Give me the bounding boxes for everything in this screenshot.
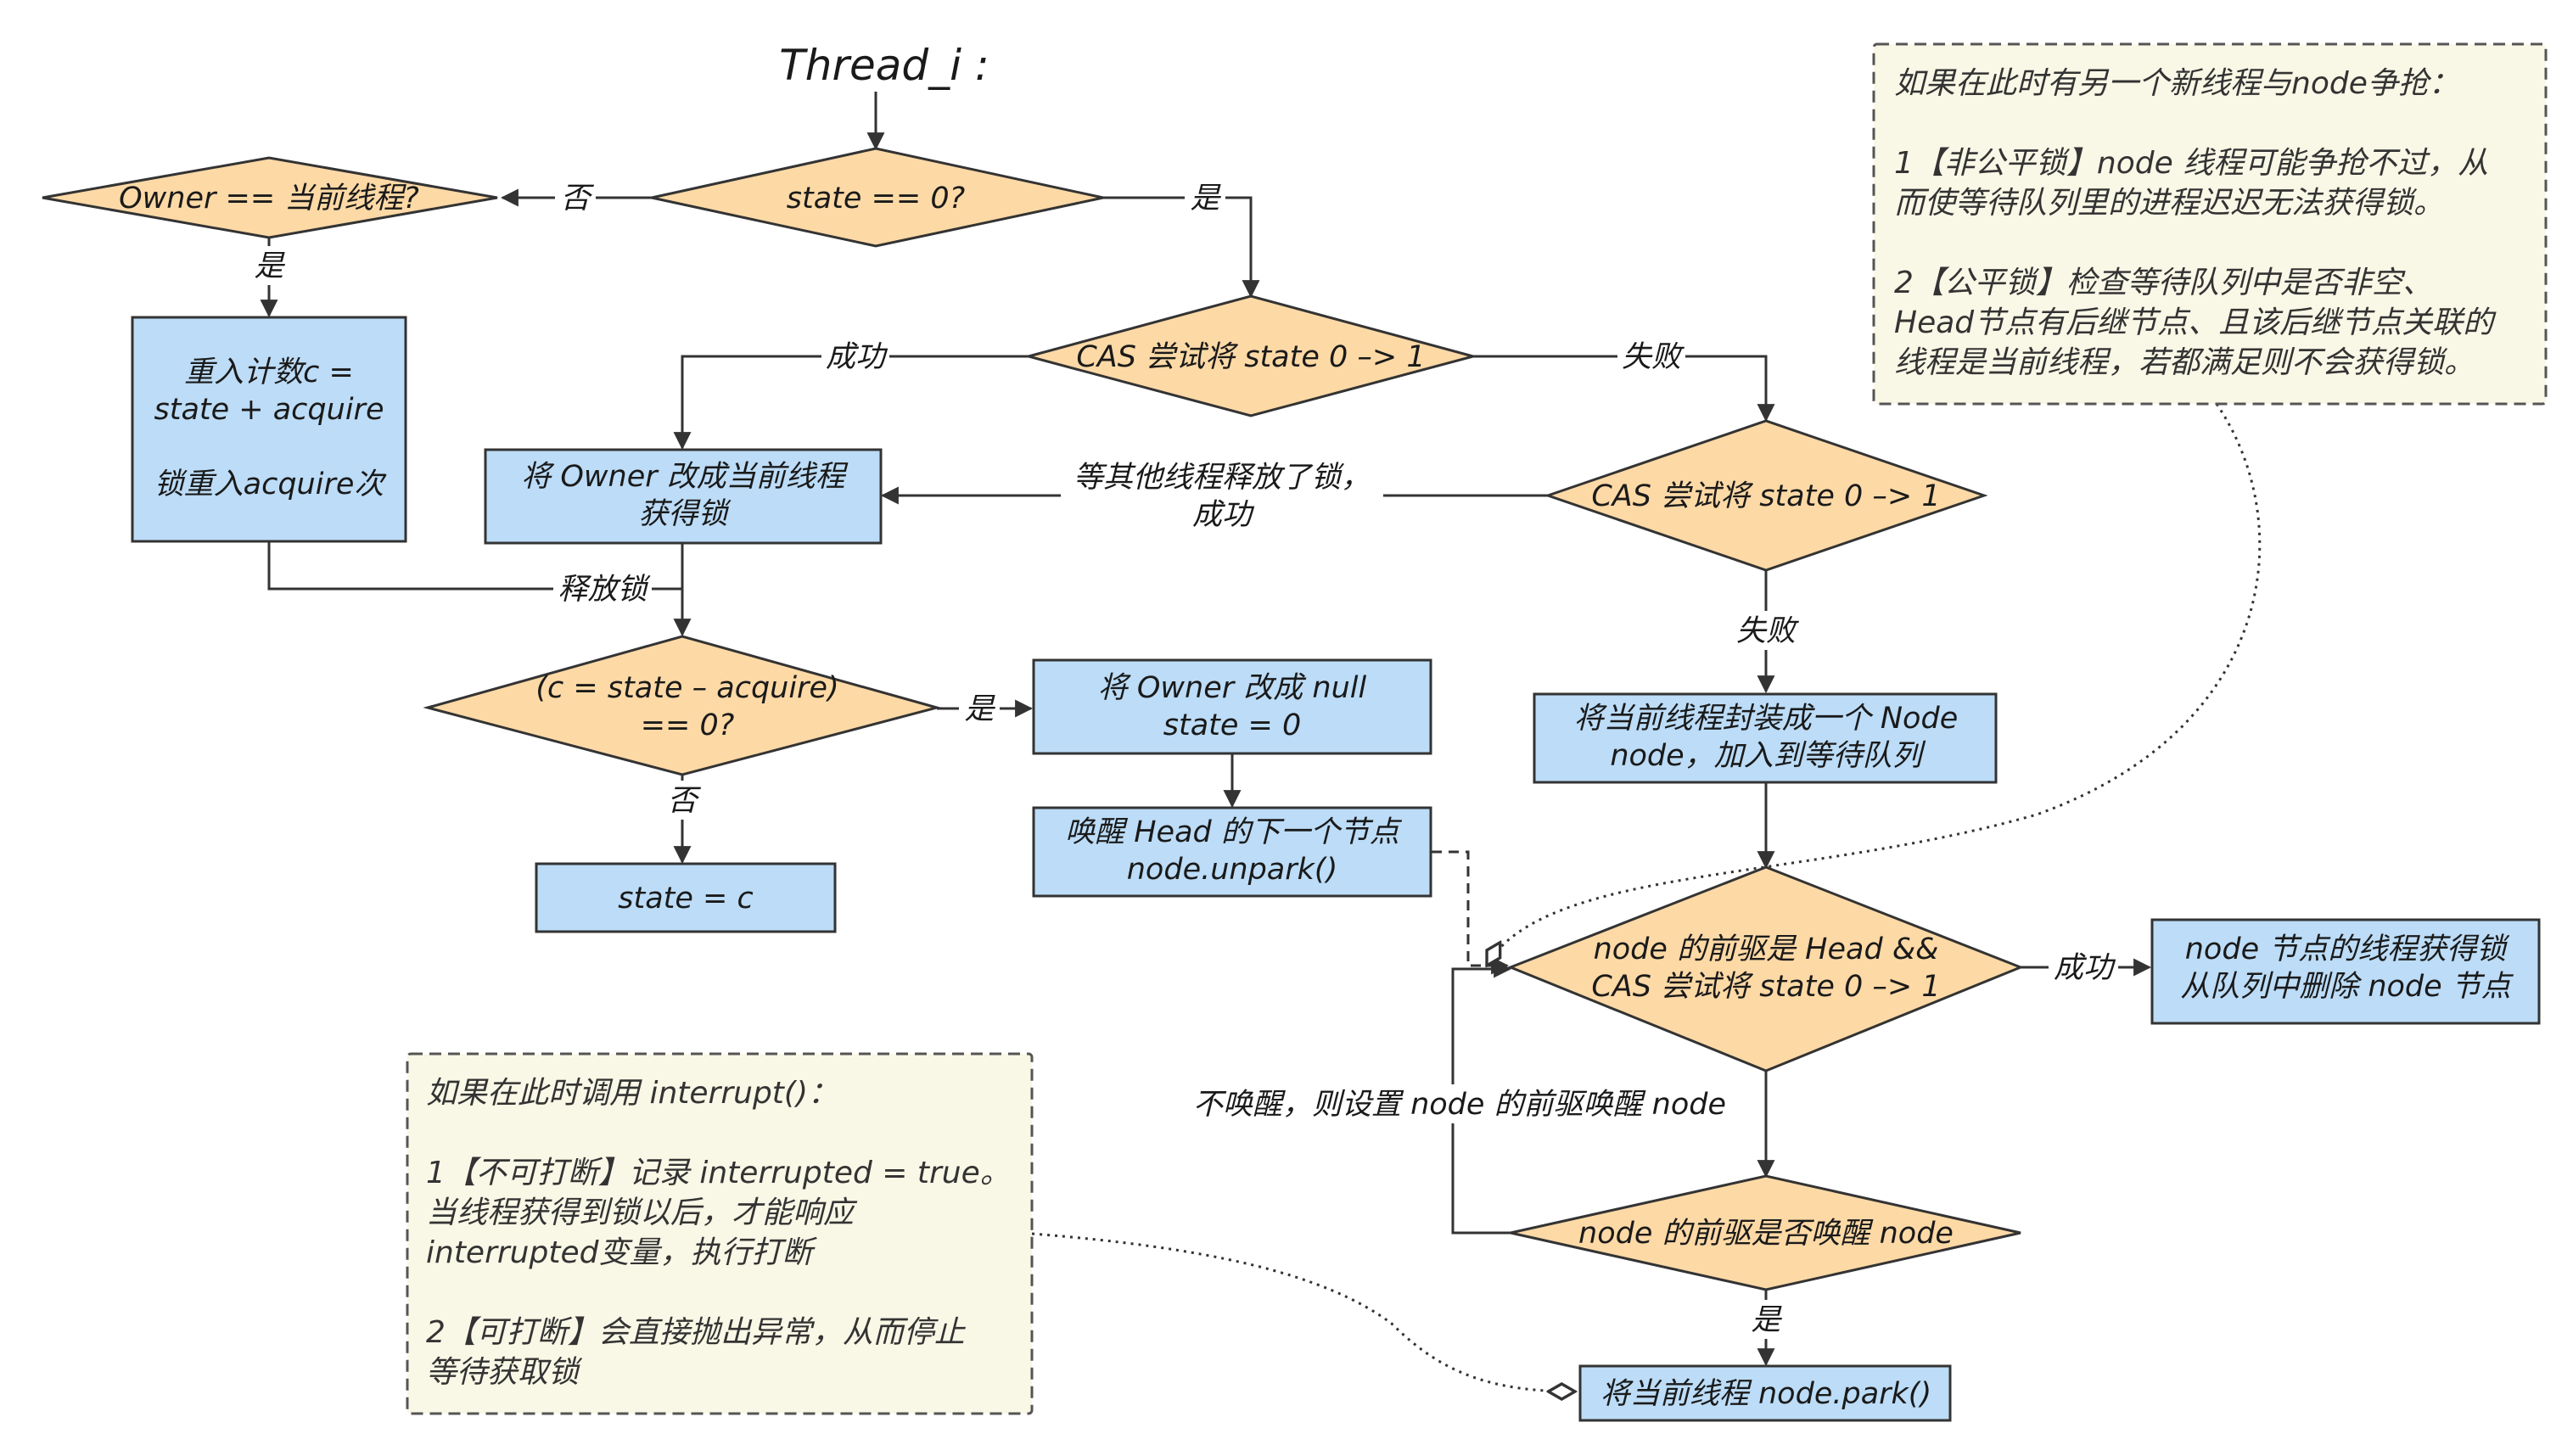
edge-labels: 否 是 是 成功 失败 释放锁 等其他线程释放了锁， 成功 失败 是 否 成功 … [249, 178, 2118, 1339]
decision-release-check-line2: == 0? [641, 708, 735, 742]
process-set-owner-line2: 获得锁 [638, 497, 732, 531]
decision-owner-check-label: Owner == 当前线程? [119, 182, 419, 216]
edge-wake-head-to-pred-head [1432, 850, 1510, 975]
decision-pred-wake: node 的前驱是否唤醒 node [1510, 1174, 2021, 1291]
diagram-title: Thread_i : [779, 41, 989, 90]
process-state-c: state = c [535, 862, 837, 933]
decision-pred-head: node 的前驱是 Head && CAS 尝试将 state 0 –> 1 [1506, 865, 2025, 1072]
edge-label-no2: 否 [667, 784, 701, 818]
process-park: 将当前线程 node.park() [1578, 1364, 1952, 1422]
edge-label-yes1: 是 [1190, 182, 1221, 216]
note-interrupt-line3: 1【不可打断】记录 interrupted = true。 [426, 1156, 1011, 1190]
note-fair-line1: 如果在此时有另一个新线程与node争抢： [1894, 66, 2459, 101]
decision-pred-wake-label: node 的前驱是否唤醒 node [1578, 1217, 1954, 1251]
process-enqueue-line2: node，加入到等待队列 [1610, 739, 1926, 773]
note-fair-line6: 2【公平锁】检查等待队列中是否非空、 [1894, 266, 2433, 300]
edge-label-yes2: 是 [254, 249, 285, 283]
decision-state-zero: state == 0? [651, 147, 1104, 248]
process-owner-null: 将 Owner 改成 null state = 0 [1032, 658, 1432, 755]
note-fair-line7: Head节点有后继节点、且该后继节点关联的 [1894, 305, 2497, 340]
process-got-lock-line2: 从队列中删除 node 节点 [2180, 970, 2514, 1004]
process-reentrant-line2: state + acquire [154, 393, 384, 427]
note-fair-line4: 而使等待队列里的进程迟迟无法获得锁。 [1894, 186, 2444, 221]
decision-release-check: (c = state – acquire) == 0? [423, 635, 942, 776]
edge-label-yes4: 是 [1751, 1303, 1782, 1337]
note-fair-lock: 如果在此时有另一个新线程与node争抢： 1【非公平锁】node 线程可能争抢不… [1872, 42, 2548, 406]
edge-label-not-wake: 不唤醒，则设置 node 的前驱唤醒 node [1193, 1088, 1726, 1122]
edge-label-fail1: 失败 [1622, 340, 1685, 374]
process-reentrant: 重入计数c = state + acquire 锁重入acquire次 [131, 316, 407, 543]
edge-reentrant-to-release [267, 541, 682, 591]
decision-pred-head-line1: node 的前驱是 Head && [1594, 932, 1939, 966]
process-wake-head-line1: 唤醒 Head 的下一个节点 [1065, 815, 1403, 849]
decision-cas2-label: CAS 尝试将 state 0 –> 1 [1591, 479, 1940, 513]
edge-cas1-to-set-owner [673, 355, 1029, 451]
decision-state-zero-label: state == 0? [787, 182, 965, 216]
process-set-owner-line1: 将 Owner 改成当前线程 [521, 460, 849, 494]
note-interrupt: 如果在此时调用 interrupt()： 1【不可打断】记录 interrupt… [406, 1052, 1034, 1415]
edge-label-no1: 否 [560, 182, 594, 216]
decision-pred-head-line2: CAS 尝试将 state 0 –> 1 [1591, 970, 1940, 1004]
edge-state-zero-to-cas1 [1103, 196, 1260, 299]
process-wake-head-line2: node.unpark() [1127, 853, 1337, 887]
edge-label-others-release-2: 成功 [1192, 498, 1255, 532]
process-reentrant-line1: 重入计数c = [184, 356, 354, 389]
note-interrupt-line1: 如果在此时调用 interrupt()： [426, 1076, 838, 1111]
process-reentrant-line4: 锁重入acquire次 [154, 468, 388, 501]
edge-label-others-release-1: 等其他线程释放了锁， [1073, 461, 1371, 495]
note-interrupt-line5: interrupted变量，执行打断 [426, 1235, 817, 1270]
note-fair-line3: 1【非公平锁】node 线程可能争抢不过，从 [1894, 146, 2488, 181]
process-set-owner: 将 Owner 改成当前线程 获得锁 [484, 448, 883, 545]
edge-label-success1: 成功 [826, 340, 888, 374]
edge-label-yes3: 是 [964, 692, 995, 726]
decision-release-check-line1: (c = state – acquire) [535, 671, 838, 705]
process-state-c-label: state = c [618, 882, 753, 916]
note-interrupt-line7: 2【可打断】会直接抛出异常，从而停止 [426, 1315, 967, 1350]
process-park-label: 将当前线程 node.park() [1600, 1377, 1931, 1411]
edge-fair-note-connector [1487, 403, 2262, 966]
edge-cas1-to-cas2 [1473, 355, 1775, 423]
process-owner-null-line1: 将 Owner 改成 null [1098, 671, 1367, 705]
edge-label-release: 释放锁 [558, 573, 651, 607]
decision-cas1: CAS 尝试将 state 0 –> 1 [1023, 294, 1478, 417]
process-owner-null-line2: state = 0 [1163, 708, 1302, 742]
edge-label-fail2: 失败 [1736, 614, 1799, 648]
process-got-lock: node 节点的线程获得锁 从队列中删除 node 节点 [2150, 918, 2541, 1025]
decision-cas1-label: CAS 尝试将 state 0 –> 1 [1076, 340, 1425, 374]
note-interrupt-line8: 等待获取锁 [426, 1355, 583, 1390]
process-enqueue: 将当前线程封装成一个 Node node，加入到等待队列 [1533, 692, 1998, 784]
decision-cas2: CAS 尝试将 state 0 –> 1 [1544, 419, 1988, 572]
edge-label-success2: 成功 [2054, 951, 2116, 985]
process-got-lock-line1: node 节点的线程获得锁 [2185, 932, 2510, 966]
process-wake-head: 唤醒 Head 的下一个节点 node.unpark() [1032, 806, 1432, 898]
decision-owner-check: Owner == 当前线程? [42, 156, 498, 239]
process-enqueue-line1: 将当前线程封装成一个 Node [1574, 702, 1958, 736]
edge-interrupt-note-connector [1031, 1232, 1575, 1392]
note-fair-line8: 线程是当前线程，若都满足则不会获得锁。 [1894, 345, 2475, 380]
note-interrupt-line4: 当线程获得到锁以后，才能响应 [426, 1196, 858, 1230]
